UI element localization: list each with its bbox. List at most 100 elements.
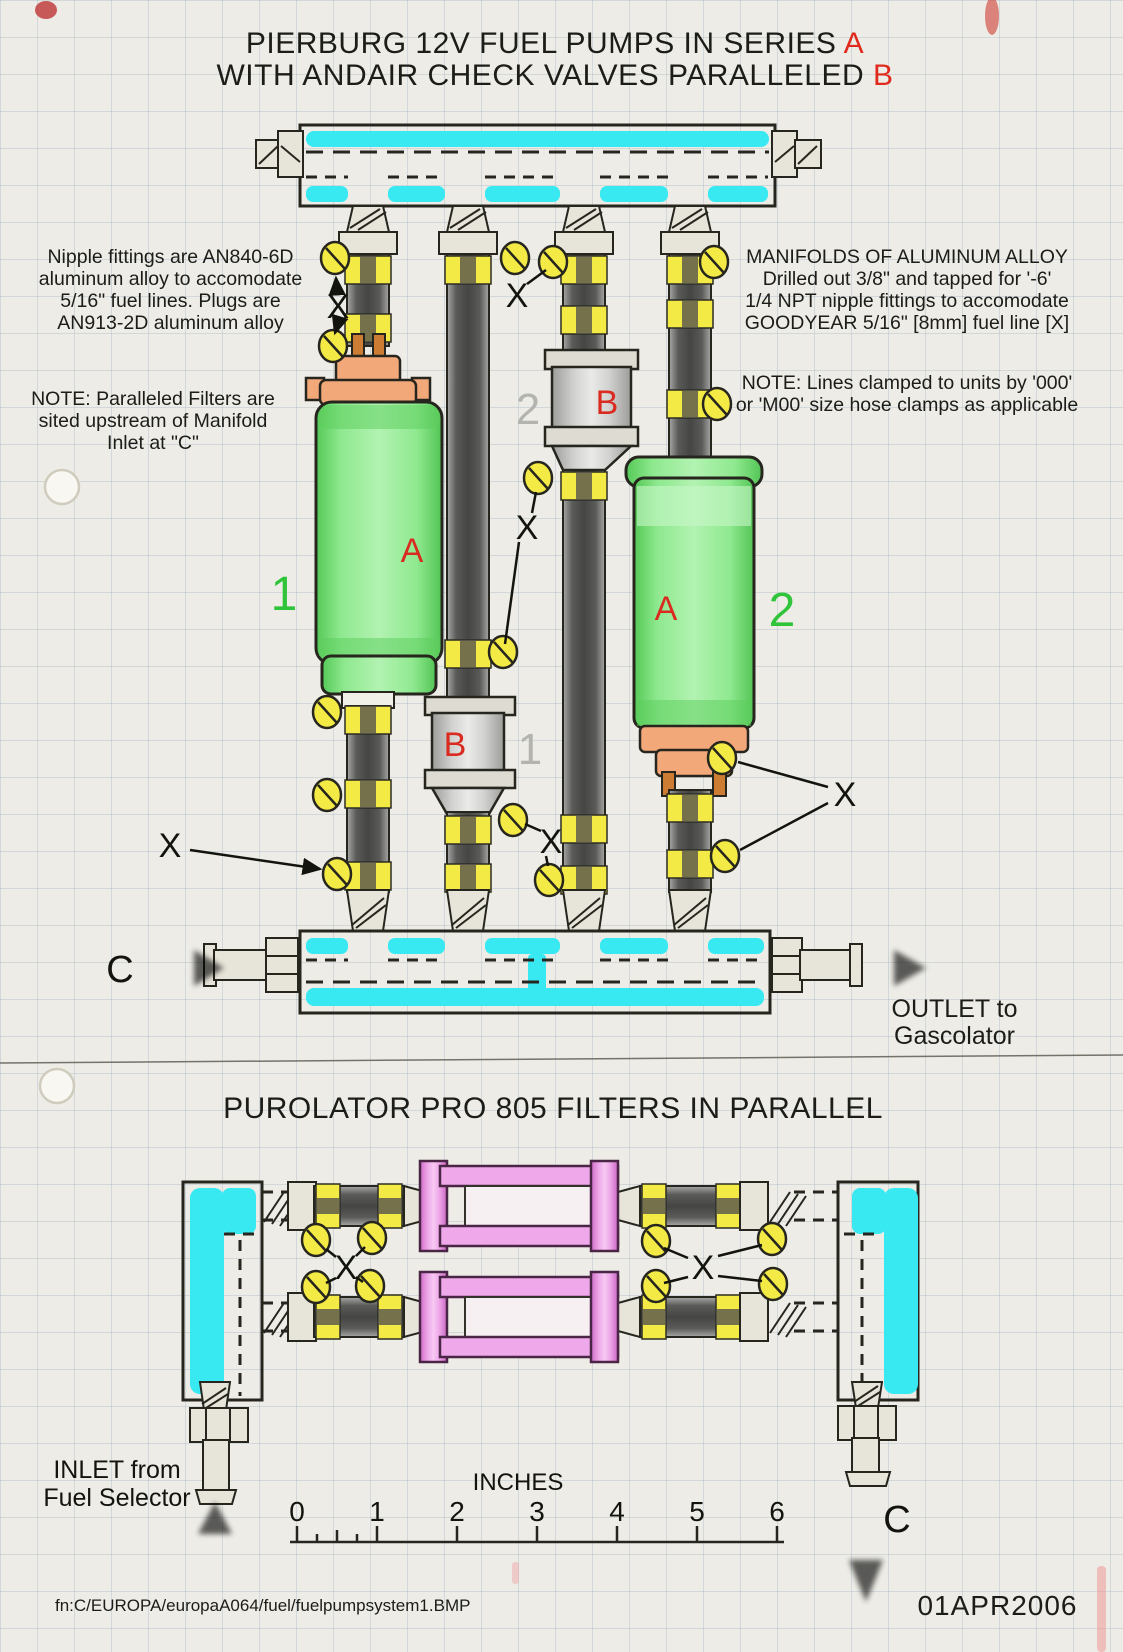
manifold-inlet-c-label: C [106,949,133,991]
title-line-1-text: PIERBURG 12V FUEL PUMPS IN SERIES [245,27,837,60]
fuel-flow-lines-bottom [198,1502,883,1602]
fuel-flow-lines-top [194,950,926,986]
title-mark-a: A [843,27,865,60]
hose-clamps-note: NOTE: Lines clamped to units by '000' or… [735,372,1079,416]
scale-tick-0: 0 [289,1496,305,1527]
scale-title: INCHES [473,1469,564,1496]
check-upper-number-label: 2 [516,385,540,434]
red-smudge [985,0,999,35]
hose-clamp-screw-icon [300,1222,332,1258]
fuel-line-4 [624,205,764,932]
fuel-line-3 [543,205,640,932]
inlet-label-line1: INLET from [53,1456,180,1484]
pump2-number-label: 2 [769,584,796,637]
hose-clamp-screw-icon [706,740,738,776]
page-title: PIERBURG 12V FUEL PUMPS IN SERIES A WITH… [150,28,960,92]
hose-clamp-screw-icon [317,328,349,364]
fuel-pump-1 [314,400,444,696]
manifold-end-plug-left [255,130,304,178]
outlet-arrow-icon [894,950,926,986]
filter-outlet-c-label: C [883,1499,910,1541]
hose-clamp-screw-icon [709,838,741,874]
hose-clamp-screw-icon [311,694,343,730]
hose-clamp-screw-icon [300,1269,332,1305]
outlet-to-gascolator-label: OUTLET to Gascolator [891,995,1018,1050]
hose-clamp-screw-icon [499,240,531,276]
inlet-up-arrow-icon [198,1502,232,1534]
hose-clamp-screw-icon [497,802,529,838]
hose-clamp-screw-icon [311,777,343,813]
scale-tick-5: 5 [689,1496,705,1527]
hose-clamp-screw-icon [533,862,565,898]
check-lower-number-label: 1 [518,725,542,774]
scale-tick-3: 3 [529,1496,545,1527]
clamp-x-label: X [327,288,350,326]
pump1-number-label: 1 [271,568,298,621]
hose-clamp-screw-icon [319,240,351,276]
inlet-arrow-icon [194,950,224,986]
manifold-end-plug-right [771,130,822,178]
scale-tick-1: 1 [369,1496,385,1527]
fuel-line-2 [423,205,517,932]
paralleled-filters-note: NOTE: Paralleled Filters are sited upstr… [31,388,275,454]
footer-date: 01APR2006 [917,1590,1078,1621]
left-manifold-bottom-port [189,1381,249,1505]
check-valve-upper [543,348,640,472]
inlet-label-line2: Fuel Selector [43,1484,190,1512]
clamp-x-label: X [335,1249,358,1287]
red-smudge [35,1,57,19]
bottom-section-title: PUROLATOR PRO 805 FILTERS IN PARALLEL [223,1092,883,1125]
scale-tick-2: 2 [449,1496,465,1527]
nipple-fittings-note: Nipple fittings are AN840-6D aluminum al… [38,246,303,334]
purolator-filter-1 [418,1159,620,1253]
section-divider [0,1054,1123,1064]
left-filter-manifold [181,1180,264,1505]
footer-filename: fn:C/EUROPA/europaA064/fuel/fuelpumpsyst… [55,1596,471,1615]
filter-row-tubes [262,1181,838,1342]
right-manifold-bottom-port [837,1381,897,1487]
outlet-down-arrow-icon [849,1560,883,1602]
pump2-letter-label: A [655,590,678,628]
punch-hole [38,1067,76,1105]
manifold-outlet-fitting [771,937,863,993]
hose-clamp-screw-icon [640,1223,672,1259]
manifolds-note: MANIFOLDS OF ALUMINUM ALLOY Drilled out … [744,246,1070,334]
fuel-pump-2 [624,455,764,730]
hose-clamp-screw-icon [698,244,730,280]
hose-clamp-screw-icon [354,1268,386,1304]
fuel-line-1 [304,205,444,932]
scale-tick-4: 4 [609,1496,625,1527]
hose-clamp-screw-icon [701,386,733,422]
title-line-1: PIERBURG 12V FUEL PUMPS IN SERIES A [150,28,960,60]
pump1-letter-label: A [401,532,424,570]
hose-clamp-screw-icon [321,856,353,892]
pump1-electrical-connector [304,333,432,407]
x-callouts-bottom: X X [325,1243,763,1287]
inch-scale: INCHES 0 1 2 3 4 5 6 [289,1469,785,1544]
top-manifold [255,123,822,208]
purolator-filter-2 [418,1270,620,1364]
hose-clamp-screw-icon [756,1221,788,1257]
clamp-x-label: X [692,1249,715,1287]
red-streak [512,1562,519,1584]
hose-clamp-screw-icon [487,634,519,670]
check-upper-letter-label: B [596,384,619,422]
clamp-x-label: X [516,509,539,547]
title-line-2-text: WITH ANDAIR CHECK VALVES PARALLELED [216,59,865,92]
hose-clamp-screw-icon [522,460,554,496]
hose-clamp-screw-icon [640,1268,672,1304]
title-mark-b: B [873,59,894,92]
punch-hole [43,468,81,506]
hose-clamp-screw-icon [757,1266,789,1302]
clamp-x-label: X [834,776,857,814]
scale-tick-6: 6 [769,1496,785,1527]
clamp-x-label: X [159,827,182,865]
clamp-x-label: X [540,823,563,861]
right-filter-manifold [836,1180,920,1487]
manifold-tee-port [528,954,546,998]
check-lower-letter-label: B [444,726,467,764]
clamp-x-label: X [506,277,529,315]
red-streak [1097,1566,1106,1652]
